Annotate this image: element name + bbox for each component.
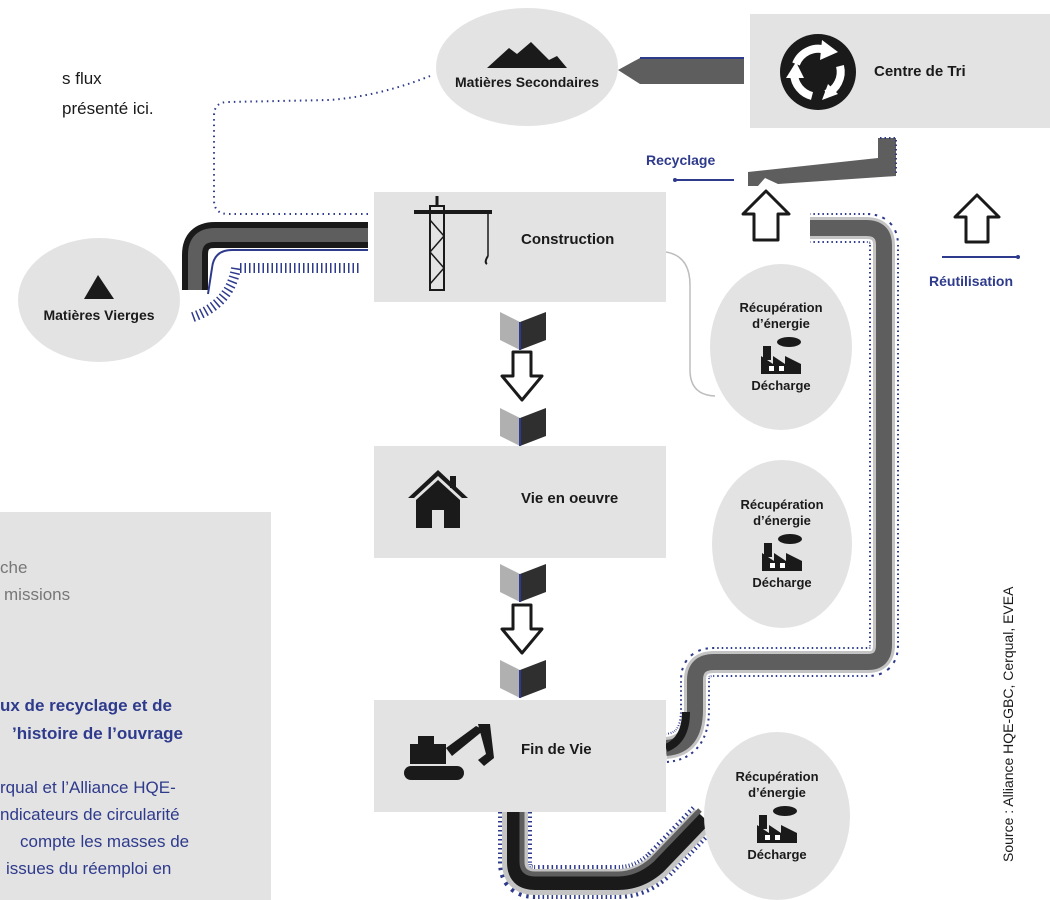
label-recovery-energie-3: Récupération d’énergie bbox=[735, 768, 819, 800]
panel-gray-line-2: missions bbox=[4, 585, 71, 604]
arrow-up-icon bbox=[741, 189, 791, 242]
chevron-connector-4 bbox=[500, 660, 546, 698]
pipe-vierges bbox=[182, 222, 368, 290]
panel-title-line-1: ux de recyclage et de bbox=[0, 696, 172, 715]
label-centre-de-tri: Centre de Tri bbox=[874, 63, 966, 80]
arrow-up-icon bbox=[953, 193, 1001, 244]
panel-body-line-2: ndicateurs de circularité bbox=[0, 805, 180, 824]
chevron-connector-1 bbox=[500, 312, 546, 350]
node-vie-en-oeuvre bbox=[374, 446, 666, 558]
label-reutilisation: Réutilisation bbox=[929, 273, 1014, 289]
label-recovery-energie-2: Récupération d’énergie bbox=[740, 496, 824, 528]
node-matieres-vierges: Matières Vierges bbox=[18, 238, 180, 362]
label-recovery-decharge-3: Décharge bbox=[747, 847, 807, 863]
label-matieres-vierges: Matières Vierges bbox=[43, 307, 155, 324]
label-recovery-decharge-1: Décharge bbox=[751, 378, 811, 394]
panel-body-line-4: issues du réemploi en bbox=[6, 859, 172, 878]
panel-body-line-3: compte les masses de bbox=[20, 832, 190, 851]
pipe-recyclage bbox=[748, 138, 896, 186]
pipe-tri-secondaires bbox=[618, 58, 744, 84]
panel-gray-line-1: che bbox=[0, 558, 28, 577]
factory-icon bbox=[762, 534, 802, 572]
label-matieres-secondaires: Matières Secondaires bbox=[455, 74, 599, 91]
factory-icon bbox=[761, 337, 801, 375]
mountains-icon bbox=[487, 42, 567, 69]
top-text-line-2: présenté ici. bbox=[62, 99, 154, 118]
panel-body-line-1: rqual et l’Alliance HQE- bbox=[0, 778, 176, 797]
link-construction-recovery bbox=[665, 251, 716, 397]
label-fin-de-vie: Fin de Vie bbox=[521, 741, 592, 758]
mountain-icon bbox=[84, 275, 114, 300]
node-recovery-2: Récupération d’énergie Décharge bbox=[712, 460, 852, 628]
node-fin-de-vie bbox=[374, 700, 666, 812]
label-recyclage: Recyclage bbox=[646, 152, 716, 168]
arrow-down-icon bbox=[500, 350, 544, 402]
factory-icon bbox=[757, 806, 797, 844]
info-panel bbox=[0, 512, 271, 900]
node-construction bbox=[374, 192, 666, 302]
label-recovery-decharge-2: Décharge bbox=[752, 575, 812, 591]
node-recovery-1: Récupération d’énergie Décharge bbox=[710, 264, 852, 430]
label-vie-en-oeuvre: Vie en oeuvre bbox=[521, 490, 619, 507]
top-text-line-1: s flux bbox=[62, 69, 102, 88]
arrow-down-icon bbox=[500, 603, 544, 655]
chevron-connector-3 bbox=[500, 564, 546, 602]
source-credit: Source : Alliance HQE-GBC, Cerqual, EVEA bbox=[1000, 586, 1016, 862]
chevron-connector-2 bbox=[500, 408, 546, 446]
node-recovery-3: Récupération d’énergie Décharge bbox=[704, 732, 850, 900]
node-matieres-secondaires: Matières Secondaires bbox=[436, 8, 618, 126]
label-construction: Construction bbox=[521, 231, 615, 248]
panel-title-line-2: ’histoire de l’ouvrage bbox=[12, 724, 183, 743]
label-recovery-energie-1: Récupération d’énergie bbox=[739, 299, 823, 331]
